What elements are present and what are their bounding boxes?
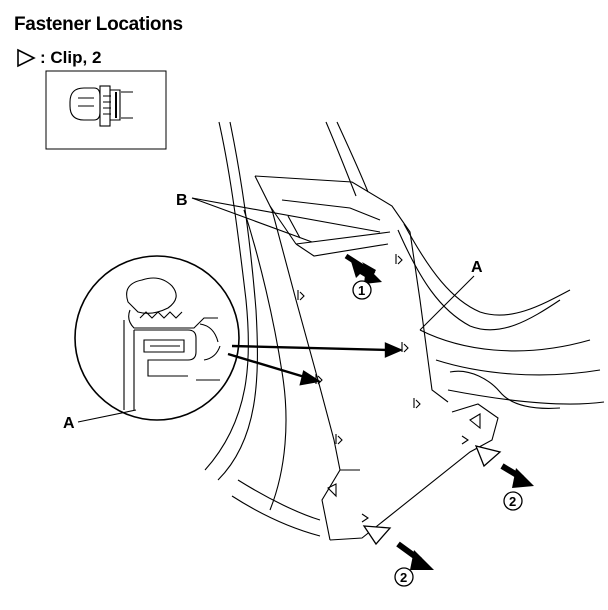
label-a-right-leader — [419, 275, 475, 331]
fastener-legend: : Clip, 2 — [16, 48, 101, 68]
clip-inset-drawing — [69, 85, 133, 127]
legend-text: : Clip, 2 — [40, 48, 102, 67]
removal-arrow-step2-bottom: 2 — [394, 541, 434, 587]
removal-arrow-step1: 1 — [344, 253, 382, 300]
removal-arrow-step2-right: 2 — [500, 463, 534, 511]
label-b-leaders — [191, 197, 381, 243]
clip-inset — [45, 70, 167, 150]
label-a-right: A — [471, 259, 483, 276]
clip-detail-circle — [74, 255, 240, 421]
label-a-detail-leader — [77, 409, 137, 423]
page-title: Fastener Locations — [14, 14, 183, 35]
step1-number: 1 — [358, 283, 365, 298]
label-a-detail: A — [63, 415, 75, 432]
step2-right-number: 2 — [509, 494, 516, 509]
triangle-icon — [17, 48, 36, 68]
pillar-trim-drawing — [204, 121, 605, 541]
triangle-icon — [362, 525, 392, 546]
clip-triangle-markers — [362, 445, 502, 546]
triangle-icon — [474, 445, 502, 468]
step2-bottom-number: 2 — [400, 570, 407, 585]
detail-leader-lines — [227, 342, 404, 386]
label-b: B — [176, 192, 188, 209]
